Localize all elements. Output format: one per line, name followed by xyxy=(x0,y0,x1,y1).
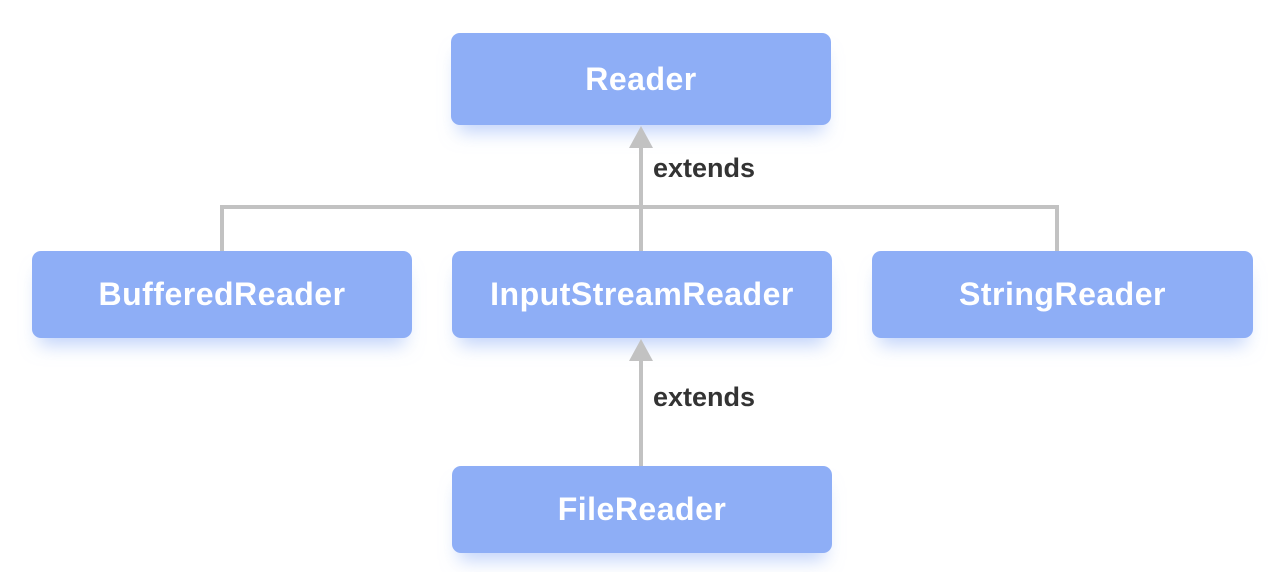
node-string-reader-label: StringReader xyxy=(959,276,1166,312)
node-file-reader-label: FileReader xyxy=(557,491,727,527)
node-input-stream-reader-label: InputStreamReader xyxy=(490,276,794,312)
connector-drop-string-reader xyxy=(1055,205,1059,251)
extends-label-lower: extends xyxy=(653,382,756,412)
connector-file-reader-to-input-stream-reader xyxy=(639,360,643,466)
extends-label-upper: extends xyxy=(653,153,756,183)
node-input-stream-reader: InputStreamReader xyxy=(452,251,832,338)
node-string-reader: StringReader xyxy=(872,251,1253,338)
arrowhead-up-icon xyxy=(629,339,653,361)
node-reader: Reader xyxy=(451,33,831,125)
node-reader-label: Reader xyxy=(585,60,697,97)
connector-input-stream-reader-to-reader xyxy=(639,146,643,251)
connector-drop-buffered-reader xyxy=(220,205,224,252)
node-buffered-reader: BufferedReader xyxy=(32,251,412,338)
arrowhead-up-icon xyxy=(629,126,653,148)
node-file-reader: FileReader xyxy=(452,466,832,553)
node-buffered-reader-label: BufferedReader xyxy=(98,276,346,312)
